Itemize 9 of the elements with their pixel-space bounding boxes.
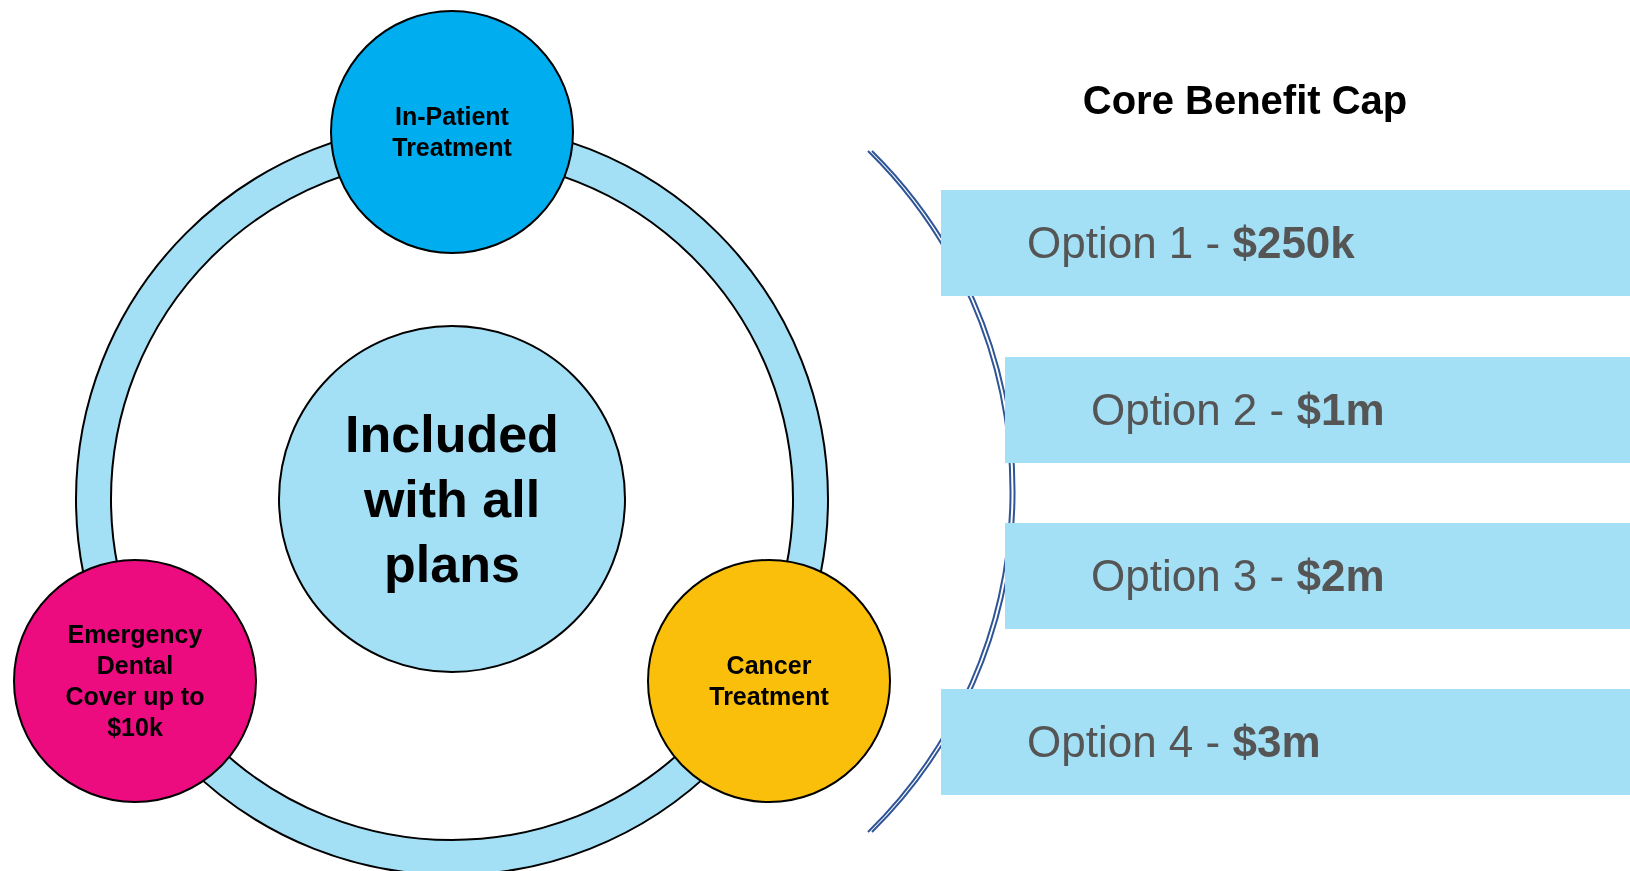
option-bar: Option 3 - $2m <box>1005 523 1630 629</box>
option-bar: Option 4 - $3m <box>941 689 1630 795</box>
benefit-circle: Cancer Treatment <box>647 559 891 803</box>
benefit-circle: Emergency Dental Cover up to $10k <box>13 559 257 803</box>
benefit-circle: In-Patient Treatment <box>330 10 574 254</box>
benefit-circle: Included with all plans <box>278 325 626 673</box>
heading: Core Benefit Cap <box>1081 78 1409 123</box>
option-bar: Option 1 - $250k <box>941 190 1630 296</box>
option-bar: Option 2 - $1m <box>1005 357 1630 463</box>
